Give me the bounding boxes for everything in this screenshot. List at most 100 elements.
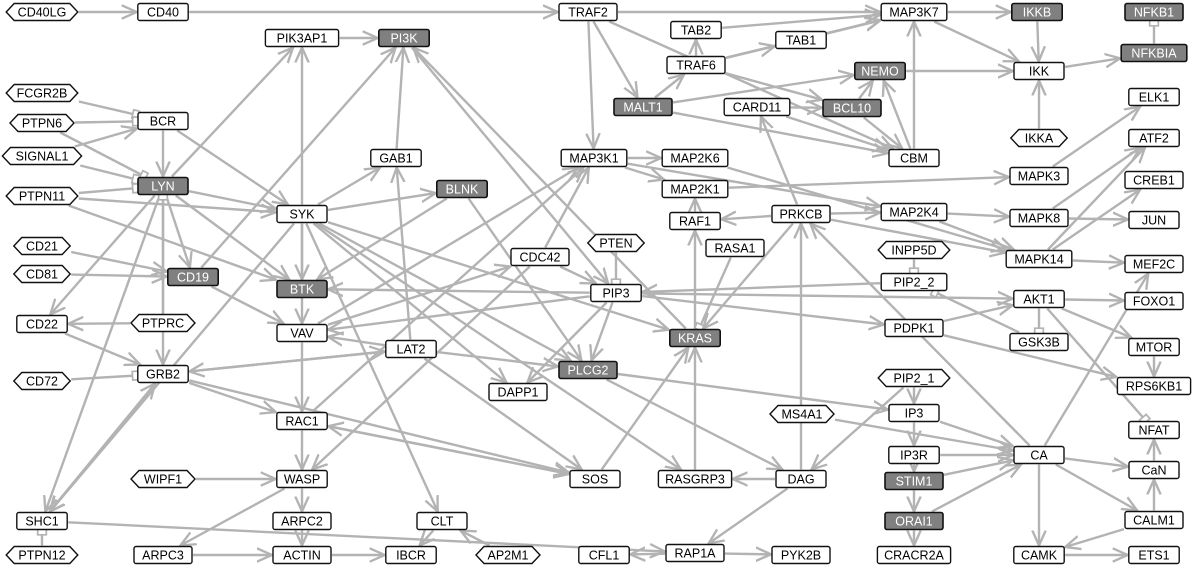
node-ptpn11[interactable]: PTPN11 [5, 186, 79, 206]
node-mtor[interactable]: MTOR [1128, 337, 1180, 357]
node-blnk[interactable]: BLNK [435, 179, 488, 199]
node-ikk[interactable]: IKK [1013, 61, 1065, 81]
node-plcg2[interactable]: PLCG2 [558, 360, 618, 380]
node-nfkb1[interactable]: NFKB1 [1124, 2, 1184, 22]
node-stim1[interactable]: STIM1 [884, 471, 944, 491]
node-traf2[interactable]: TRAF2 [558, 2, 618, 22]
node-ibcr[interactable]: IBCR [385, 545, 437, 565]
node-pip2-2[interactable]: PIP2_2 [880, 272, 948, 292]
node-gsk3b[interactable]: GSK3B [1009, 332, 1069, 352]
node-akt1[interactable]: AKT1 [1013, 289, 1065, 309]
node-nfkbia[interactable]: NFKBIA [1120, 43, 1188, 63]
node-cracr2a[interactable]: CRACR2A [876, 545, 952, 565]
node-rap1a[interactable]: RAP1A [665, 543, 725, 563]
node-pdpk1[interactable]: PDPK1 [884, 318, 944, 338]
node-camk[interactable]: CAMK [1013, 545, 1065, 565]
node-creb1[interactable]: CREB1 [1124, 170, 1184, 190]
node-arpc3[interactable]: ARPC3 [133, 545, 193, 565]
node-pip3[interactable]: PIP3 [590, 283, 642, 303]
node-dag[interactable]: DAG [775, 469, 827, 489]
node-cd72[interactable]: CD72 [12, 371, 72, 391]
node-wipf1[interactable]: WIPF1 [130, 469, 196, 489]
node-cd40[interactable]: CD40 [137, 2, 189, 22]
node-bcr[interactable]: BCR [137, 111, 189, 131]
node-kras[interactable]: KRAS [668, 328, 721, 348]
node-ptpn12[interactable]: PTPN12 [5, 545, 79, 565]
node-map3k7[interactable]: MAP3K7 [880, 2, 948, 22]
node-map2k6[interactable]: MAP2K6 [661, 148, 729, 168]
node-ptprc[interactable]: PTPRC [130, 313, 196, 333]
node-ms4a1[interactable]: MS4A1 [769, 404, 835, 424]
node-ip3r[interactable]: IP3R [888, 445, 940, 465]
node-signal1[interactable]: SIGNAL1 [1, 146, 83, 166]
node-mapk14[interactable]: MAPK14 [1005, 249, 1073, 269]
node-rps6kb1[interactable]: RPS6KB1 [1116, 376, 1192, 396]
node-shape [1128, 460, 1180, 480]
node-mapk3[interactable]: MAPK3 [1009, 166, 1069, 186]
node-cbm[interactable]: CBM [888, 148, 940, 168]
node-map3k1[interactable]: MAP3K1 [560, 148, 628, 168]
node-sos[interactable]: SOS [569, 469, 621, 489]
node-card11[interactable]: CARD11 [723, 97, 791, 117]
node-pik3ap1[interactable]: PIK3AP1 [264, 28, 340, 48]
node-dapp1[interactable]: DAPP1 [488, 382, 548, 402]
node-arpc2[interactable]: ARPC2 [272, 511, 332, 531]
node-orai1[interactable]: ORAI1 [884, 511, 944, 531]
node-syk[interactable]: SYK [276, 204, 328, 224]
node-shc1[interactable]: SHC1 [16, 511, 68, 531]
node-nfat[interactable]: NFAT [1128, 420, 1180, 440]
node-rac1[interactable]: RAC1 [276, 411, 328, 431]
node-pten[interactable]: PTEN [586, 233, 646, 253]
node-nemo[interactable]: NEMO [853, 61, 906, 81]
node-cd19[interactable]: CD19 [167, 267, 220, 287]
node-cd40lg[interactable]: CD40LG [5, 2, 79, 22]
node-jun[interactable]: JUN [1128, 210, 1180, 230]
node-rasgrp3[interactable]: RASGRP3 [657, 469, 733, 489]
node-atf2[interactable]: ATF2 [1128, 128, 1180, 148]
node-mapk8[interactable]: MAPK8 [1009, 208, 1069, 228]
node-elk1[interactable]: ELK1 [1128, 87, 1180, 107]
node-vav[interactable]: VAV [276, 323, 328, 343]
node-shape [771, 204, 831, 224]
node-cdc42[interactable]: CDC42 [510, 247, 570, 267]
node-cd22[interactable]: CD22 [16, 314, 68, 334]
node-prkcb[interactable]: PRKCB [771, 204, 831, 224]
node-calm1[interactable]: CALM1 [1124, 510, 1184, 530]
node-raf1[interactable]: RAF1 [669, 211, 721, 231]
node-pyk2b[interactable]: PYK2B [771, 545, 831, 565]
node-tab1[interactable]: TAB1 [775, 30, 827, 50]
node-can[interactable]: CaN [1128, 460, 1180, 480]
node-ap2m1[interactable]: AP2M1 [475, 545, 541, 565]
node-traf6[interactable]: TRAF6 [666, 55, 726, 75]
node-fcgr2b[interactable]: FCGR2B [5, 83, 79, 103]
node-btk[interactable]: BTK [276, 279, 328, 299]
node-grb2[interactable]: GRB2 [137, 364, 189, 384]
node-cfl1[interactable]: CFL1 [578, 545, 630, 565]
node-mef2c[interactable]: MEF2C [1124, 254, 1184, 274]
node-lat2[interactable]: LAT2 [385, 339, 437, 359]
node-cd81[interactable]: CD81 [12, 264, 72, 284]
node-pi3k[interactable]: PI3K [377, 28, 430, 48]
node-wasp[interactable]: WASP [276, 469, 328, 489]
node-lyn[interactable]: LYN [137, 176, 189, 196]
node-map2k1[interactable]: MAP2K1 [661, 179, 729, 199]
node-tab2[interactable]: TAB2 [670, 20, 722, 40]
node-gab1[interactable]: GAB1 [370, 148, 422, 168]
node-ip3[interactable]: IP3 [888, 403, 940, 423]
node-map2k4[interactable]: MAP2K4 [880, 202, 948, 222]
node-ikkb[interactable]: IKKB [1010, 2, 1063, 22]
node-foxo1[interactable]: FOXO1 [1124, 291, 1184, 311]
node-actin[interactable]: ACTIN [272, 545, 332, 565]
node-ets1[interactable]: ETS1 [1128, 545, 1180, 565]
node-clt[interactable]: CLT [416, 511, 468, 531]
node-pip2-1[interactable]: PIP2_1 [877, 368, 951, 388]
node-ca[interactable]: CA [1013, 445, 1065, 465]
node-bcl10[interactable]: BCL10 [822, 98, 882, 118]
node-rasa1[interactable]: RASA1 [705, 238, 765, 258]
node-shape [884, 511, 944, 531]
node-malt1[interactable]: MALT1 [613, 97, 673, 117]
node-inpp5d[interactable]: INPP5D [877, 240, 951, 260]
node-ikka[interactable]: IKKA [1009, 128, 1069, 148]
node-cd21[interactable]: CD21 [12, 236, 72, 256]
node-ptpn6[interactable]: PTPN6 [9, 113, 75, 133]
